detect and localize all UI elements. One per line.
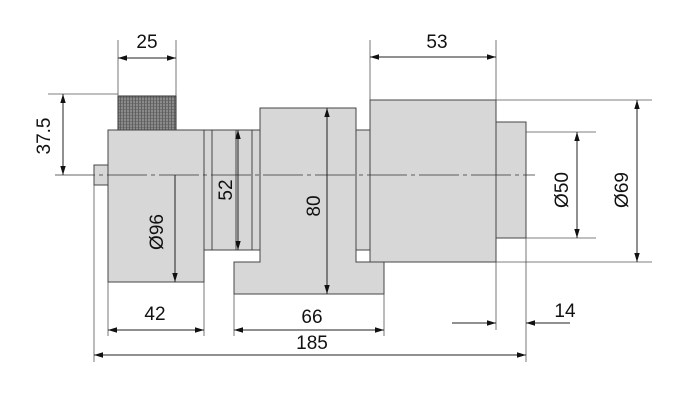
nose (495, 121, 527, 239)
label-nose-length: 14 (554, 301, 576, 322)
collar (203, 129, 261, 251)
connector (355, 129, 371, 251)
label-block-height: 80 (304, 195, 325, 216)
label-top-height: 37.5 (34, 118, 55, 155)
main-body (107, 129, 205, 283)
label-body-width: 42 (144, 304, 165, 325)
label-nose-dia: Ø50 (552, 172, 573, 208)
label-overall-length: 185 (296, 333, 328, 354)
dimension-labels: 25 53 37.5 Ø96 52 80 Ø50 Ø69 42 66 14 18… (34, 32, 633, 354)
knurled-knob (117, 95, 177, 131)
parts (93, 95, 527, 295)
label-flange-dia: Ø96 (147, 214, 168, 250)
dimension-lines (60, 54, 640, 358)
label-collar-dia: 52 (216, 179, 237, 200)
label-housing-width: 53 (426, 32, 447, 53)
label-block-width: 66 (301, 307, 322, 328)
housing (369, 99, 497, 263)
label-housing-dia: Ø69 (612, 172, 633, 208)
label-top-width: 25 (136, 32, 157, 53)
